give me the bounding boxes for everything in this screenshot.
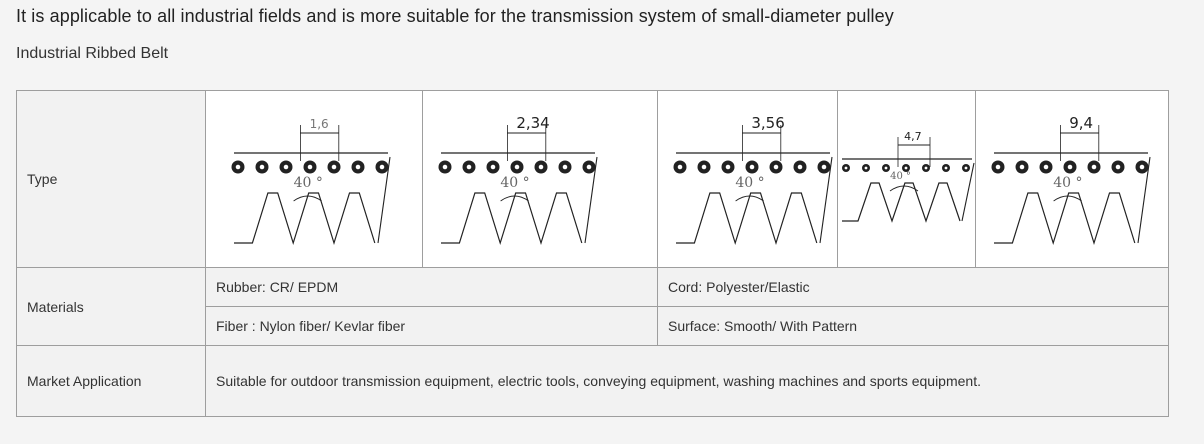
- cord-core: [884, 166, 888, 170]
- cord-core: [924, 166, 928, 170]
- belt-dimension-label: 4,7: [904, 130, 922, 143]
- belt-dimension-label: 9,4: [1069, 114, 1094, 132]
- cord-core: [1091, 164, 1096, 170]
- materials-row-1: Materials Rubber: CR/ EPDM Cord: Polyest…: [16, 267, 1169, 346]
- belt-side-edge: [961, 162, 975, 222]
- belt-angle-label: 40 °: [293, 175, 323, 191]
- belt-drawing-4: [842, 137, 975, 223]
- cord-core: [355, 164, 361, 170]
- angle-arc: [1052, 195, 1082, 202]
- angle-arc: [735, 195, 764, 202]
- surface-cell: Surface: Smooth/ With Pattern: [657, 306, 1169, 346]
- cord-core: [283, 164, 289, 170]
- cord-core: [773, 164, 779, 170]
- cord-core: [1139, 164, 1144, 170]
- spec-table: Type 1,6 40 ° 2,34 40 ° 3,56 40 ° 4,7 40 ° 9…: [16, 90, 1169, 417]
- cord-core: [1019, 164, 1024, 170]
- cord-core: [442, 164, 448, 170]
- cord-core: [307, 164, 313, 170]
- cord-core: [844, 166, 848, 170]
- rib-profile: [993, 192, 1136, 246]
- belt-angle-label: 40 °: [735, 175, 765, 191]
- angle-arc: [889, 185, 919, 192]
- belt-angle-label: 40 °: [890, 171, 912, 182]
- belt-side-edge: [1137, 156, 1151, 244]
- cord-core: [749, 164, 755, 170]
- market-text: Suitable for outdoor transmission equipm…: [205, 345, 1169, 417]
- cord-core: [1067, 164, 1072, 170]
- cord-core: [1043, 164, 1048, 170]
- belt-drawing-3: [673, 125, 833, 246]
- belt-dimension-label: 1,6: [309, 117, 329, 131]
- materials-label: Materials: [16, 267, 206, 346]
- cord-core: [797, 164, 803, 170]
- belt-profile-4: 4,7 40 °: [837, 91, 975, 267]
- cord-core: [864, 166, 868, 170]
- intro-text: It is applicable to all industrial field…: [16, 6, 894, 26]
- belt-drawing-2: [438, 125, 598, 246]
- cord-core: [235, 164, 241, 170]
- cord-core: [538, 164, 544, 170]
- belt-side-edge: [584, 156, 598, 244]
- cord-core: [1115, 164, 1120, 170]
- angle-arc: [293, 195, 322, 202]
- cord-core: [995, 164, 1000, 170]
- type-row: Type 1,6 40 ° 2,34 40 ° 3,56 40 ° 4,7 40 ° 9…: [16, 90, 1169, 268]
- angle-arc: [500, 195, 529, 202]
- cord-core: [821, 164, 827, 170]
- section-subtitle: Industrial Ribbed Belt: [16, 45, 169, 62]
- cord-core: [490, 164, 496, 170]
- cord-core: [904, 166, 908, 170]
- belt-side-edge: [819, 156, 833, 244]
- belt-profile-2: 2,34 40 °: [421, 91, 657, 267]
- cord-core: [944, 166, 948, 170]
- rib-profile: [675, 192, 818, 246]
- cord-core: [677, 164, 683, 170]
- market-label: Market Application: [16, 345, 206, 417]
- market-row: Market Application Suitable for outdoor …: [16, 345, 1169, 417]
- type-label: Type: [16, 90, 206, 268]
- fiber-cell: Fiber : Nylon fiber/ Kevlar fiber: [205, 306, 658, 346]
- cord-core: [514, 164, 520, 170]
- cord-cell: Cord: Polyester/Elastic: [657, 267, 1169, 307]
- cord-core: [259, 164, 265, 170]
- belt-drawing-1: [231, 125, 391, 246]
- belt-drawing-5: [991, 125, 1151, 246]
- belt-dimension-label: 3,56: [751, 114, 785, 132]
- rib-profile: [440, 192, 583, 246]
- cord-core: [379, 164, 385, 170]
- belt-profile-3: 3,56 40 °: [656, 91, 837, 267]
- belt-dimension-label: 2,34: [516, 114, 550, 132]
- belt-angle-label: 40 °: [1053, 175, 1083, 191]
- cord-core: [725, 164, 731, 170]
- cord-core: [586, 164, 592, 170]
- belt-side-edge: [377, 156, 391, 244]
- belt-profiles: 1,6 40 ° 2,34 40 ° 3,56 40 ° 4,7 40 ° 9,4 40 …: [205, 90, 1169, 268]
- belt-angle-label: 40 °: [500, 175, 530, 191]
- belt-profile-5: 9,4 40 °: [974, 91, 1158, 267]
- belt-profile-1: 1,6 40 °: [216, 91, 422, 267]
- belt-profile-strip: 1,6 40 ° 2,34 40 ° 3,56 40 ° 4,7 40 ° 9,4 40 …: [216, 91, 1158, 267]
- cord-core: [331, 164, 337, 170]
- cord-core: [701, 164, 707, 170]
- rubber-cell: Rubber: CR/ EPDM: [205, 267, 658, 307]
- cord-core: [964, 166, 968, 170]
- rib-profile: [842, 182, 961, 223]
- cord-core: [562, 164, 568, 170]
- rib-profile: [234, 192, 376, 246]
- cord-core: [466, 164, 472, 170]
